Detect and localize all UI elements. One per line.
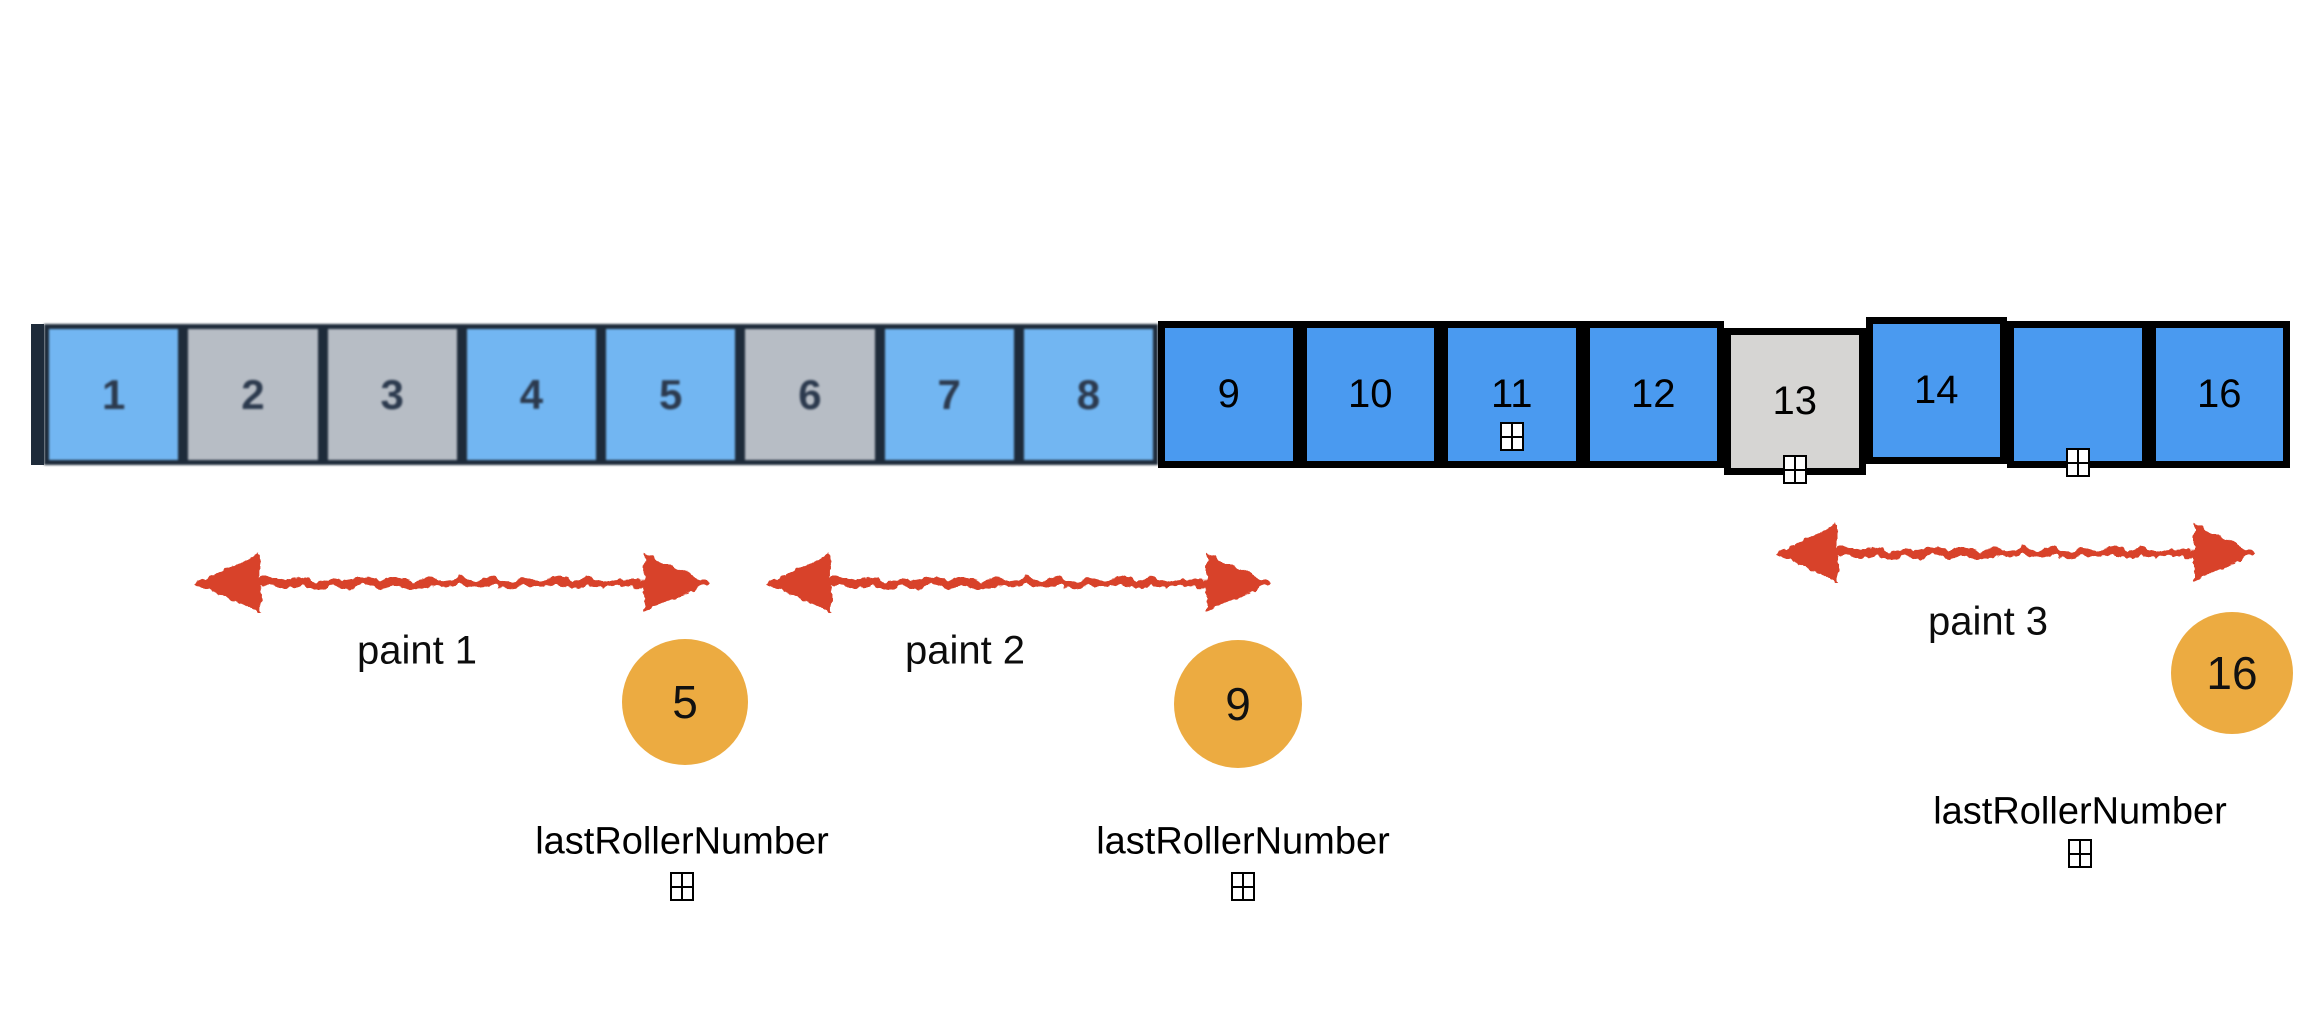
cell-16-label: 16 — [2197, 372, 2242, 416]
object-anchor-icon[interactable] — [2065, 448, 2090, 477]
marker-9-value: 9 — [1225, 678, 1251, 730]
cell-4-label: 4 — [519, 370, 544, 418]
cell-8: 8 — [1018, 324, 1158, 465]
cell-5-label: 5 — [658, 370, 683, 418]
cell-9: 9 — [1158, 321, 1300, 468]
last-roller-number-marker-9: 9 — [1174, 640, 1302, 768]
cell-3: 3 — [322, 324, 462, 465]
cell-10-label: 10 — [1348, 372, 1393, 416]
cell-12-label: 12 — [1631, 372, 1676, 416]
cell-15 — [2007, 321, 2149, 477]
marker-5-value: 5 — [672, 676, 698, 728]
cell-8-label: 8 — [1076, 370, 1101, 418]
cell-strip-left: 1 2 3 4 5 6 7 8 — [44, 324, 1158, 465]
cell-14-label: 14 — [1914, 368, 1959, 412]
cell-2-label: 2 — [241, 370, 265, 418]
cell-3-label: 3 — [380, 370, 404, 418]
cell-6: 6 — [740, 324, 880, 465]
last-roller-number-caption-3: lastRollerNumber — [1933, 790, 2227, 833]
object-anchor-icon[interactable] — [2068, 839, 2092, 868]
paint-2-label: paint 2 — [904, 628, 1026, 673]
marker-16-value: 16 — [2206, 647, 2258, 699]
last-roller-number-caption-2: lastRollerNumber — [1096, 820, 1390, 863]
paint-2-range-arrow — [765, 549, 1273, 617]
cell-2: 2 — [183, 324, 323, 465]
cell-strip-right: 9 10 11 12 13 14 16 — [1158, 317, 2290, 484]
cell-1-label: 1 — [101, 370, 126, 418]
cell-11-label: 11 — [1490, 372, 1533, 416]
last-roller-number-caption-1: lastRollerNumber — [535, 820, 829, 863]
cell-4: 4 — [461, 324, 601, 465]
cell-12: 12 — [1582, 321, 1724, 468]
cell-14: 14 — [1865, 317, 2007, 464]
paint-3-range-arrow — [1775, 519, 2257, 587]
last-roller-number-marker-5: 5 — [622, 639, 748, 765]
cell-16: 16 — [2148, 321, 2290, 468]
cell-1: 1 — [44, 324, 184, 465]
cell-5: 5 — [601, 324, 741, 465]
cell-11: 11 — [1441, 321, 1583, 468]
object-anchor-icon[interactable] — [1499, 422, 1524, 451]
paint-3-label: paint 3 — [1927, 599, 2049, 644]
strip-left-edge-bar — [31, 324, 44, 465]
cell-13-label: 13 — [1772, 379, 1818, 423]
last-roller-number-marker-16: 16 — [2171, 612, 2293, 734]
cell-6-label: 6 — [798, 370, 822, 418]
cell-13: 13 — [1724, 328, 1866, 484]
object-anchor-icon[interactable] — [1782, 455, 1807, 484]
object-anchor-icon[interactable] — [1231, 872, 1255, 901]
cell-7: 7 — [879, 324, 1019, 465]
cell-10: 10 — [1299, 321, 1441, 468]
paint-1-range-arrow — [193, 549, 712, 617]
cell-7-label: 7 — [937, 370, 961, 418]
object-anchor-icon[interactable] — [670, 872, 694, 901]
cell-9-label: 9 — [1217, 372, 1240, 416]
paint-1-label: paint 1 — [356, 628, 478, 673]
